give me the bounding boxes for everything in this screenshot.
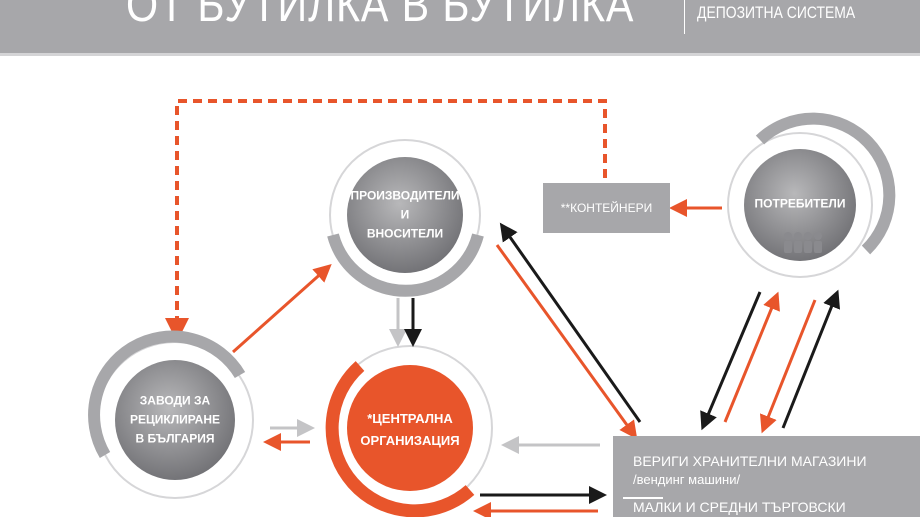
consumers-label: ПОТРЕБИТЕЛИ bbox=[754, 196, 846, 211]
dashed-return-arrow bbox=[165, 99, 607, 342]
arrow-recycling-to-producers bbox=[232, 264, 332, 354]
containers-box: **КОНТЕЙНЕРИ bbox=[543, 183, 670, 233]
arrow-retail-to-producers bbox=[499, 222, 642, 423]
central-label: *ЦЕНТРАЛНА ОРГАНИЗАЦИЯ bbox=[360, 411, 460, 448]
people-icon bbox=[784, 232, 822, 253]
retail-line-1: ВЕРИГИ ХРАНИТЕЛНИ МАГАЗИНИ bbox=[633, 453, 867, 469]
retail-line-3: МАЛКИ И СРЕДНИ ТЪРГОВСКИ bbox=[633, 499, 846, 515]
node-central bbox=[325, 345, 493, 517]
retail-box: ВЕРИГИ ХРАНИТЕЛНИ МАГАЗИНИ /вендинг маши… bbox=[613, 436, 920, 517]
title-divider bbox=[684, 0, 685, 34]
header-banner: ОТ БУТИЛКА В БУТИЛКА ДЕПОЗИТНА СИСТЕМА bbox=[0, 0, 920, 56]
retail-line-2: /вендинг машини/ bbox=[633, 472, 741, 487]
page-title: ОТ БУТИЛКА В БУТИЛКА bbox=[126, 0, 635, 32]
arrow-retail-to-consumers-dark bbox=[781, 289, 841, 429]
page-subtitle: ДЕПОЗИТНА СИСТЕМА bbox=[697, 3, 856, 22]
retail-separator bbox=[623, 497, 663, 499]
arrow-producers-to-retail bbox=[495, 244, 638, 440]
arrow-consumers-to-retail-orange bbox=[759, 299, 817, 434]
node-consumers bbox=[727, 112, 896, 278]
arrow-consumers-to-retail-dark bbox=[700, 291, 762, 431]
node-recycling bbox=[88, 330, 254, 499]
recycling-label: ЗАВОДИ ЗА РЕЦИКЛИРАНЕ В БЪЛГАРИЯ bbox=[129, 393, 221, 446]
producers-label: ПРОИЗВОДИТЕЛИ И ВНОСИТЕЛИ bbox=[350, 188, 460, 241]
arrow-retail-to-consumers-orange bbox=[723, 291, 780, 423]
node-producers bbox=[327, 139, 484, 297]
